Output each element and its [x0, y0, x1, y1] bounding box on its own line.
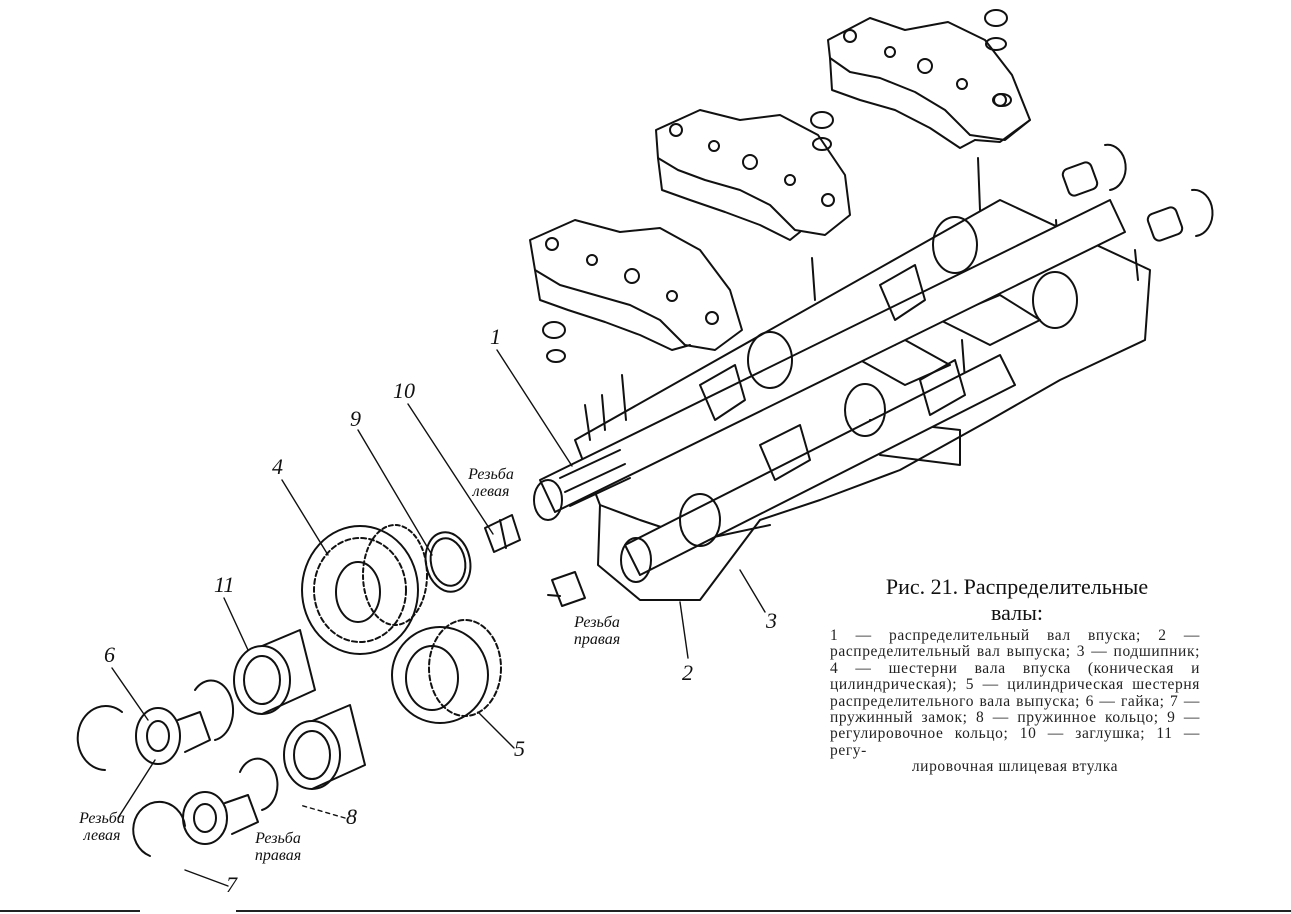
callout-3: 3: [766, 608, 777, 633]
thread-note-word: Резьба: [574, 614, 620, 631]
thread-note-nut-right: Резьба правая: [240, 830, 316, 864]
spline-sleeves: [233, 629, 366, 790]
bottom-rule-left: [0, 910, 140, 912]
bearing-cap-lower: [529, 219, 743, 351]
caption-title-line1: Рис. 21. Распределительные: [885, 574, 1149, 599]
callout-6: 6: [104, 642, 115, 667]
exhaust-camshaft: [620, 354, 1016, 583]
callout-7: 7: [226, 872, 237, 897]
callout-4: 4: [272, 454, 283, 479]
thread-note-side: правая: [573, 631, 621, 648]
callout-2: 2: [682, 660, 693, 685]
plug-10: [484, 514, 521, 553]
thread-note-side: правая: [254, 847, 302, 864]
callout-5: 5: [514, 736, 525, 761]
legend-last-line: лировочная шлицевая втулка: [911, 758, 1119, 776]
figure-caption-title: Рис. 21. Распределительные валы:: [842, 574, 1192, 626]
figure-legend: 1 — распределительный вал впуска; 2 — ра…: [830, 627, 1200, 776]
callout-10: 10: [393, 378, 415, 403]
intake-gears: [301, 524, 428, 655]
bottom-rule-right: [236, 910, 1291, 912]
caption-title-line2: валы:: [991, 600, 1043, 625]
thread-note-word: Резьба: [79, 810, 125, 827]
callout-1: 1: [490, 324, 501, 349]
plug-right-thread: [547, 571, 586, 607]
nuts: [135, 707, 259, 845]
thread-note-plug-left: Резьба левая: [456, 466, 526, 500]
end-bearings-right: [1061, 143, 1214, 242]
thread-note-nut-left: Резьба левая: [64, 810, 140, 844]
spring-locks: [76, 679, 279, 857]
thread-note-word: Резьба: [255, 830, 301, 847]
thread-note-side: левая: [472, 483, 510, 500]
thread-note-word: Резьба: [468, 466, 514, 483]
thread-note-side: левая: [83, 827, 121, 844]
bearing-cap-middle: [655, 109, 851, 241]
exhaust-gear: [391, 619, 502, 724]
callout-9: 9: [350, 406, 361, 431]
callout-11: 11: [214, 572, 235, 597]
thread-note-plug-right: Резьба правая: [562, 614, 632, 648]
legend-main: 1 — распределительный вал впуска; 2 — ра…: [830, 627, 1200, 759]
bearing-cap-upper: [827, 17, 1031, 149]
cap-nuts-and-washers: [542, 9, 1012, 363]
intake-camshaft: [533, 199, 1126, 521]
leader-lines: [111, 349, 766, 887]
callout-8: 8: [346, 804, 357, 829]
